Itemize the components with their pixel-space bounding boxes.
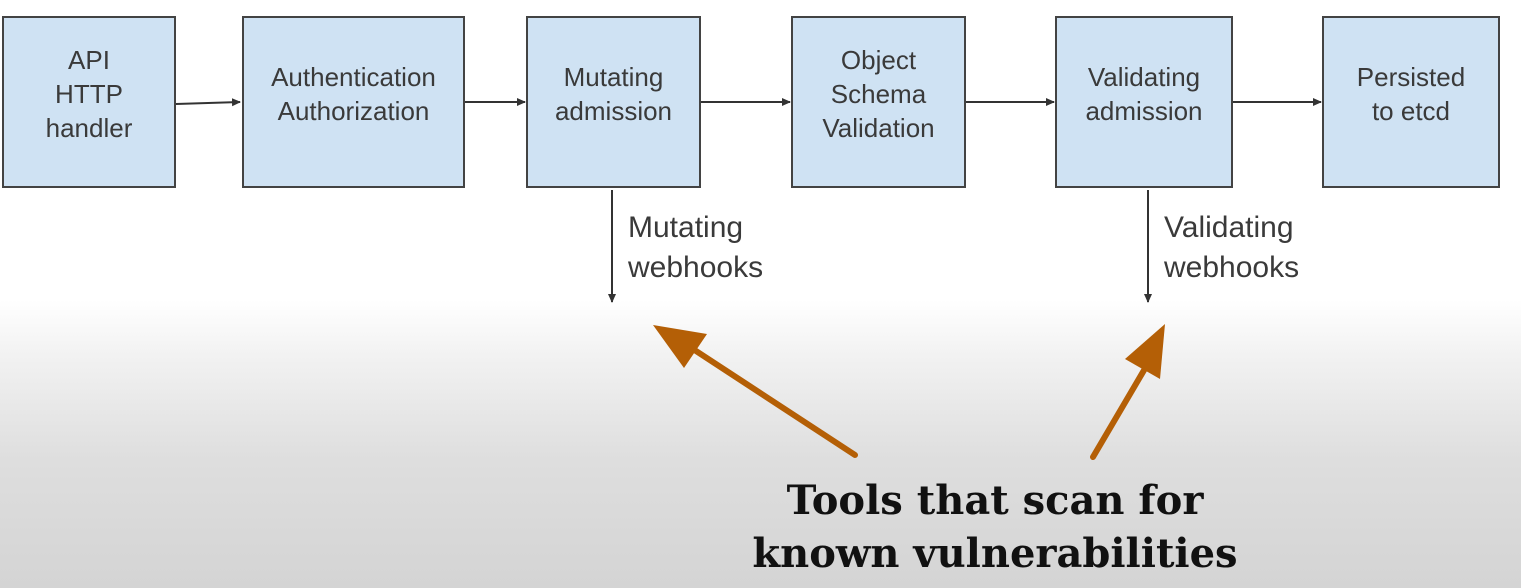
connector-api-to-auth [175,98,241,107]
callout-arrow-validating [1090,324,1165,460]
stage-api-label: API HTTP handler [45,45,133,143]
stage-schema-label: Object Schema Validation [822,45,935,143]
stage-mutating-label: Mutating admission [554,62,673,126]
stage-validating-label: Validating admission [1085,62,1203,126]
stage-persisted-label: Persisted to etcd [1356,62,1466,126]
stage-persisted-to-etcd: Persisted to etcd [1322,16,1500,188]
callout-arrow-mutating [653,325,858,458]
callout-caption: Tools that scan for known vulnerabilitie… [752,477,1238,577]
mutating-webhooks-label: Mutating webhooks [628,211,764,284]
stage-mutating-admission: Mutating admission [526,16,701,188]
validating-webhooks-label: Validating webhooks [1164,211,1300,284]
stage-auth-label: Authentication Authorization [271,62,436,126]
stage-validating-admission: Validating admission [1055,16,1233,188]
stage-api-http-handler: API HTTP handler [2,16,176,188]
stage-object-schema-validation: Object Schema Validation [791,16,966,188]
stage-authentication-authorization: Authentication Authorization [242,16,465,188]
